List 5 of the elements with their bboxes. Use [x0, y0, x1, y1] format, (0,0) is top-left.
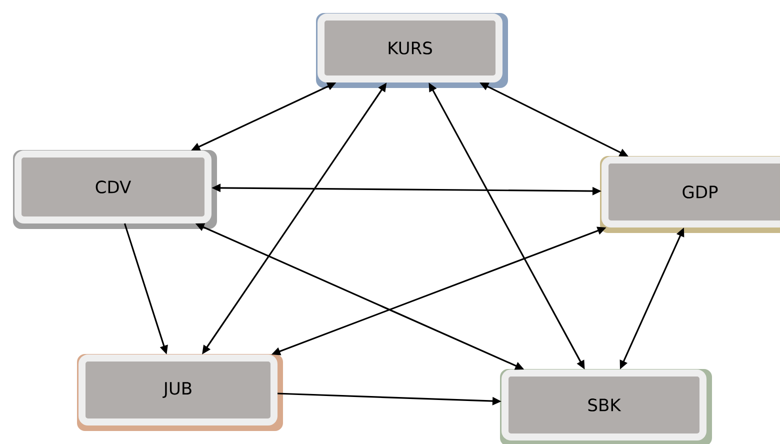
process-box: GDP [600, 156, 780, 233]
process-box: KURS [316, 13, 508, 88]
process-box: SBK [500, 369, 712, 444]
process-box: CDV [13, 150, 217, 229]
process-box: JUB [77, 354, 283, 431]
